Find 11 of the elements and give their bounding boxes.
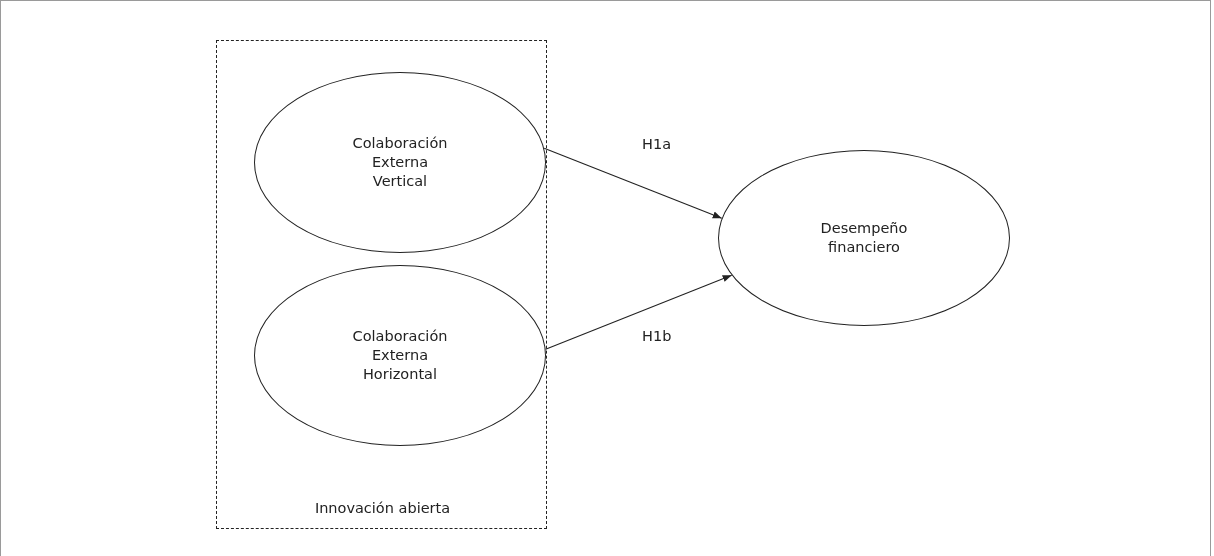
group-label: Innovación abierta xyxy=(313,499,452,518)
node-label: Colaboración Externa Horizontal xyxy=(351,327,449,384)
node-label: Colaboración Externa Vertical xyxy=(351,134,449,191)
edge-label: H1a xyxy=(640,136,673,152)
node-label: Desempeño financiero xyxy=(819,219,909,257)
construct-ellipse xyxy=(254,265,546,446)
dashed-group-box xyxy=(216,40,547,529)
edge-label: H1b xyxy=(640,328,674,344)
arrow xyxy=(543,147,723,219)
arrow xyxy=(545,274,733,350)
construct-ellipse xyxy=(254,72,546,253)
